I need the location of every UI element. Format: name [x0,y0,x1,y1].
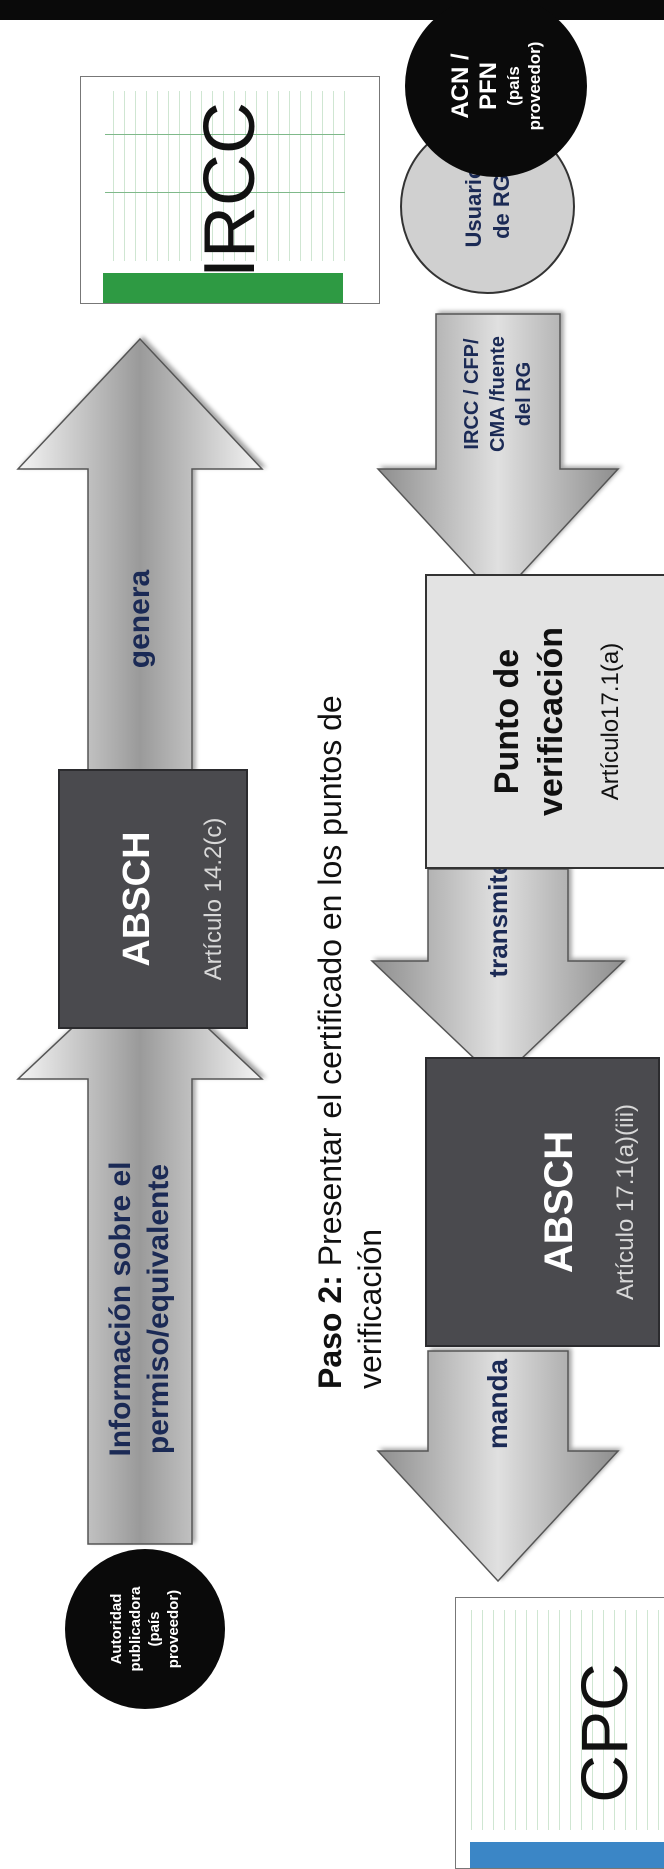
acn-line-4: proveedor) [525,41,544,131]
cpc-label: CPC [567,1663,641,1803]
authority-line-3: (país [146,1611,163,1647]
info-label-line-1: Información sobre el [104,1161,137,1457]
checkpoint-box: Punto de verificación Artículo17.1(a) [425,574,664,869]
checkpoint-article: Artículo17.1(a) [597,642,624,801]
authority-line-1: Autoridad [108,1593,125,1665]
absch-lower-article: Artículo 17.1(a)(iii) [612,1103,639,1301]
acn-pfn-circle: ACN / PFN (país proveedor) [405,0,587,177]
step-2-line-1: Paso 2: Presentar el certificado en los … [310,119,350,1389]
step-2-label: Paso 2: [312,1275,348,1389]
user-line-1: Usuario [460,165,486,248]
ircc-label: IRCC [190,102,270,278]
absch-upper-article: Artículo 14.2(c) [200,817,227,981]
authority-line-4: proveedor) [165,1589,182,1669]
absch-box-upper: ABSCH Artículo 14.2(c) [58,769,248,1029]
checkpoint-title: Punto de verificación [485,576,573,867]
info-label-line-2: permiso/equivalente [142,1163,175,1455]
step-2-caption: Paso 2: Presentar el certificado en los … [310,119,390,1389]
absch-box-lower: ABSCH Artículo 17.1(a)(iii) [425,1057,660,1347]
documents-line-3: del RG [513,361,535,427]
user-line-2: de RG [488,174,514,239]
generates-arrow [16,337,264,775]
step-2-text-1: Presentar el certificado en los puntos d… [312,695,348,1267]
sends-arrow-label: manda [482,1358,513,1450]
info-arrow-label: Información sobre el permiso/equivalente [88,1079,192,1539]
step-2-text-2: verificación [352,1228,388,1389]
acn-line-1: ACN / [447,53,474,119]
sends-arrow [376,1350,620,1583]
checkpoint-title-line-1: Punto de [488,648,526,795]
documents-line-1: IRCC / CFP/ [461,338,483,450]
acn-line-3: (país [504,66,523,106]
authority-line-2: publicadora [127,1586,144,1672]
documents-line-2: CMA /fuente [487,336,509,452]
documents-arrow-label: IRCC / CFP/ CMA /fuente del RG [436,314,560,474]
issuing-authority-circle: Autoridad publicadora (país proveedor) [65,1549,225,1709]
transmits-arrow-label: transmite [482,860,513,978]
generates-arrow-label: genera [123,569,156,669]
acn-line-2: PFN [475,62,502,110]
absch-upper-title: ABSCH [116,831,158,967]
checkpoint-title-line-2: verificación [532,627,570,816]
absch-lower-title: ABSCH [537,1130,581,1274]
cpc-document: CPC [455,1597,664,1869]
